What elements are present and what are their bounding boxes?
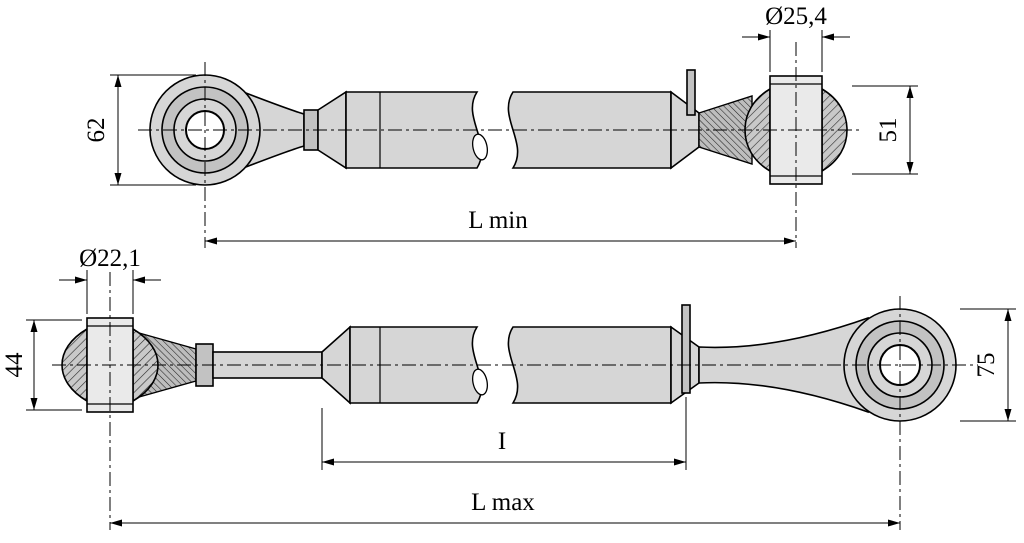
dim-label-top-bore-diameter: Ø25,4 <box>765 3 827 30</box>
dim-label-bottom-left-height: 44 <box>1 352 28 378</box>
break-curl-top <box>471 133 489 161</box>
dim-label-top-right-height: 51 <box>875 118 902 143</box>
bottom-assembly <box>52 272 978 530</box>
lock-pin-top <box>686 69 696 116</box>
dimensions-top: Ø25,4 62 51 L min <box>83 3 918 245</box>
top-assembly <box>138 42 860 248</box>
lock-pin-bottom <box>681 304 691 394</box>
dim-label-top-left-height: 62 <box>83 118 110 143</box>
dim-label-length-max: L max <box>471 489 535 516</box>
dim-label-bottom-right-height: 75 <box>973 353 1000 378</box>
dimensions-bottom: Ø22,1 44 75 I L max <box>1 245 1016 527</box>
dim-label-length-min: L min <box>468 207 528 234</box>
dim-label-bottom-bore-diameter: Ø22,1 <box>79 245 141 272</box>
break-curl-bottom <box>471 368 489 396</box>
dim-label-inner-length: I <box>498 428 506 455</box>
